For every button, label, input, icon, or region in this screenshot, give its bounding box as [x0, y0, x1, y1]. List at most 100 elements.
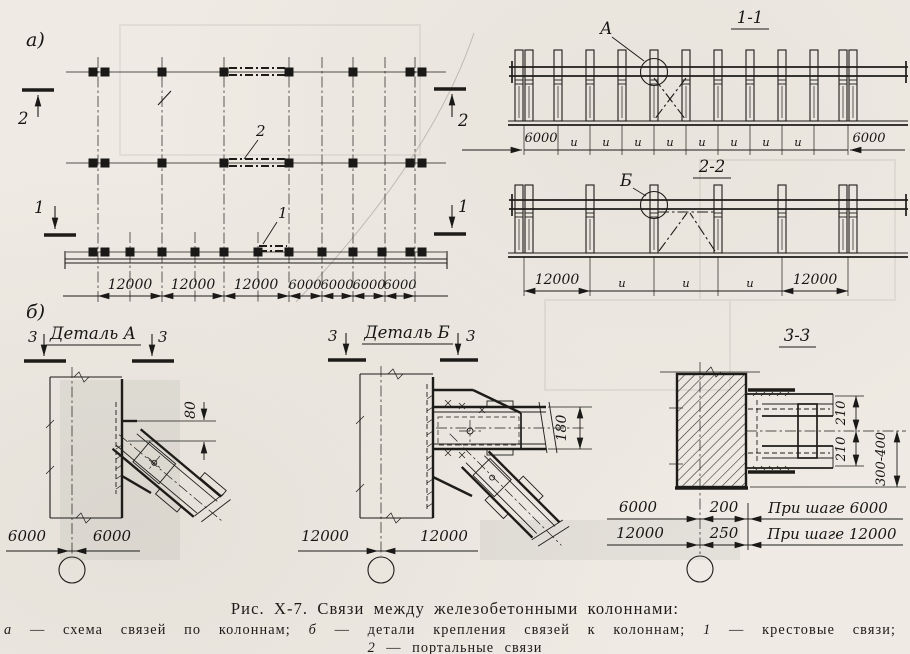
detail-a-bottom-dims: 6000 6000: [6, 527, 140, 584]
detail-b-bottom-dims: 12000 12000: [298, 527, 478, 584]
detail-b-column: [355, 366, 435, 556]
plan-label-b: б): [26, 301, 45, 323]
plan-label-a: а): [26, 29, 45, 51]
dim-ditto: и: [794, 135, 801, 149]
section-2-2: 2-2 Б: [508, 157, 908, 296]
grid-bubble: [367, 556, 395, 584]
callout-A-leader: [611, 36, 645, 62]
plan-dim: 12000: [234, 277, 279, 293]
legend-text-2: — портальные связи: [386, 640, 543, 654]
grid-bubble: [686, 555, 714, 583]
section-1-1: 1-1 А: [462, 8, 908, 155]
section-3-3-bracing-attachment: [746, 388, 906, 474]
callout-B-circle: [639, 190, 669, 220]
plan-callout-cross-leader: [262, 221, 278, 245]
portal-brace-2-2: [658, 211, 716, 252]
section-1-1-beam: [509, 61, 908, 83]
dim-210-upper: 210: [834, 401, 849, 427]
section-marker-2-left: 2: [17, 109, 29, 128]
detail-a-gusset-brace: [111, 419, 231, 523]
detail-a-column: [45, 367, 124, 556]
plan-dim: 12000: [171, 277, 216, 293]
detail-b-dim-180: 180: [548, 406, 592, 450]
plan-callout-cross: 1: [278, 204, 288, 222]
legend-key-1: 1: [703, 622, 712, 638]
section-2-2-beam: [509, 194, 908, 216]
section-2-2-title: 2-2: [698, 157, 726, 176]
legend-text-b: — детали крепления связей к колоннам;: [334, 622, 686, 638]
detail-a-marker-3-right: 3: [158, 328, 168, 346]
section-1-1-columns: [514, 49, 858, 122]
section-marker-1-left: 1: [34, 198, 45, 217]
dim-80: 80: [183, 401, 199, 419]
note-step-12000: При шаге 12000: [766, 525, 897, 543]
dim-300-400: 300-400: [874, 432, 889, 486]
detail-b: 3 Деталь Б 3: [298, 323, 592, 584]
section-1-1-title: 1-1: [737, 8, 764, 27]
callout-B-leader: [632, 187, 647, 197]
section-3-3-title: 3-3: [784, 326, 811, 345]
grid-bubble: [58, 556, 86, 584]
detail-b-marker-3-left: 3: [328, 327, 338, 345]
section-3-3: 3-3: [607, 326, 906, 583]
plan-view: а) б): [17, 29, 469, 323]
section-3-3-column: [660, 362, 760, 556]
plan-dim: 6000: [352, 278, 385, 293]
dim-ditto: и: [570, 135, 577, 149]
section-1-1-dimension-chain: 6000 6000 и и и и и и и и: [462, 125, 905, 155]
dim-ditto: и: [666, 135, 673, 149]
legend-text-1: — крестовые связи;: [729, 622, 897, 638]
detail-a: 3 Деталь А 3: [6, 324, 231, 584]
caption-title: Рис. X-7. Связи между железобетонными ко…: [230, 599, 680, 618]
detail-a-dim-80: 80: [126, 401, 216, 460]
section-2-2-baseline: [508, 252, 908, 258]
callout-A-circle: [639, 57, 669, 87]
dim-offset-200: 200: [709, 498, 739, 516]
plan-dim: 12000: [108, 277, 153, 293]
detail-a-title: Деталь А: [49, 324, 136, 343]
plan-callout-portal-leader: [243, 139, 259, 160]
plan-callout-portal: 2: [255, 122, 266, 140]
dim-12000-left: 12000: [301, 527, 349, 545]
dim-6000-left: 6000: [8, 527, 47, 545]
legend-key-b: б: [308, 622, 317, 638]
caption-legend-line2: 2 — портальные связи: [0, 640, 910, 654]
section-marker-1-right: 1: [458, 197, 469, 216]
dim-span-6000: 6000: [619, 498, 658, 516]
detail-b-diagonal-brace: [449, 433, 570, 547]
section-3-3-bottom-dims: 6000 200 При шаге 6000 12000 250 При шаг…: [607, 498, 903, 583]
section-2-2-columns: [514, 184, 858, 254]
dim-2-2-last: 12000: [793, 272, 838, 288]
dim-210-lower: 210: [834, 437, 849, 463]
plan-bottom-edge: [64, 251, 448, 269]
detail-a-marker-3-left: 3: [28, 328, 38, 346]
cross-brace-1-1: [653, 77, 687, 121]
detail-b-horizontal-brace: [433, 400, 584, 456]
plan-tie-symbols: [229, 67, 287, 252]
plan-grid-verticals: [97, 57, 416, 302]
legend-text-a: — схема связей по колоннам;: [29, 622, 291, 638]
dim-ditto: и: [602, 135, 609, 149]
legend-key-2: 2: [367, 640, 376, 654]
plan-dim: 6000: [383, 278, 416, 293]
dim-ditto: и: [698, 135, 705, 149]
scan-bleed-curve: [295, 32, 475, 303]
plan-grid-rows: [66, 71, 446, 253]
dim-ditto: и: [634, 135, 641, 149]
plan-dim: 6000: [320, 278, 353, 293]
section-marker-2-right: 2: [457, 111, 469, 130]
dim-ditto: и: [762, 135, 769, 149]
detail-b-title: Деталь Б: [363, 323, 450, 342]
dim-ditto: и: [746, 276, 753, 290]
section-1-1-callout-A: А: [599, 19, 613, 38]
dim-span-12000: 12000: [616, 524, 664, 542]
dim-12000-right: 12000: [420, 527, 468, 545]
scan-bleed-artifacts: [60, 24, 896, 560]
figure-caption: Рис. X-7. Связи между железобетонными ко…: [0, 599, 910, 654]
dim-ditto: и: [682, 276, 689, 290]
section-1-1-baseline: [508, 120, 908, 126]
dim-1-1-last: 6000: [852, 131, 885, 146]
plan-dim: 6000: [288, 278, 321, 293]
